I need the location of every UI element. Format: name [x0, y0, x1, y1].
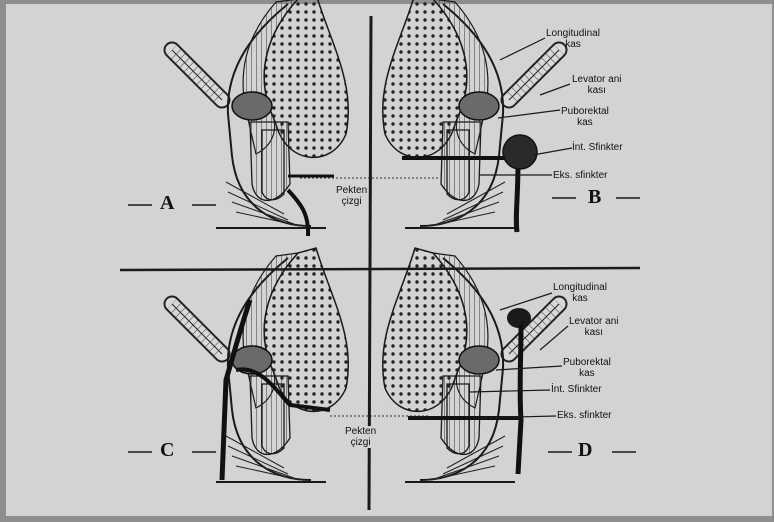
label-levator-top: Levator ani kası	[572, 74, 621, 96]
label-int-sfinkter-bottom: İnt. Sfinkter	[551, 384, 602, 395]
label-line: Longitudinal	[546, 28, 600, 39]
pekten-line2: çizgi	[345, 437, 376, 448]
label-line: kası	[572, 85, 621, 96]
label-line: kas	[553, 293, 607, 304]
label-eks-sfinkter-top: Eks. sfinkter	[553, 170, 607, 181]
label-line: Puborektal	[563, 357, 611, 368]
label-line: Levator ani	[572, 74, 621, 85]
label-puborektal-top: Puborektal kas	[561, 106, 609, 128]
pekten-line1: Pekten	[336, 185, 367, 196]
label-longitudinal-top: Longitudinal kas	[546, 28, 600, 50]
pekten-line1: Pekten	[345, 426, 376, 437]
label-eks-sfinkter-bottom: Eks. sfinkter	[557, 410, 611, 421]
label-int-sfinkter-top: İnt. Sfinkter	[572, 142, 623, 153]
label-line: kas	[546, 39, 600, 50]
pekten-line2: çizgi	[336, 196, 367, 207]
panel-label-d: D	[578, 439, 592, 462]
label-line: kası	[569, 327, 618, 338]
label-line: kas	[561, 117, 609, 128]
panel-label-b: B	[588, 186, 601, 209]
abscess	[503, 135, 537, 169]
pekten-label-top: Pekten çizgi	[336, 185, 367, 207]
panel-label-a: A	[160, 192, 174, 215]
label-line: kas	[563, 368, 611, 379]
panel-label-c: C	[160, 439, 174, 462]
label-levator-bottom: Levator ani kası	[569, 316, 618, 338]
label-puborektal-bottom: Puborektal kas	[563, 357, 611, 379]
label-longitudinal-bottom: Longitudinal kas	[553, 282, 607, 304]
label-line: Levator ani	[569, 316, 618, 327]
label-line: Longitudinal	[553, 282, 607, 293]
pekten-label-bottom: Pekten çizgi	[345, 426, 376, 448]
label-line: Puborektal	[561, 106, 609, 117]
